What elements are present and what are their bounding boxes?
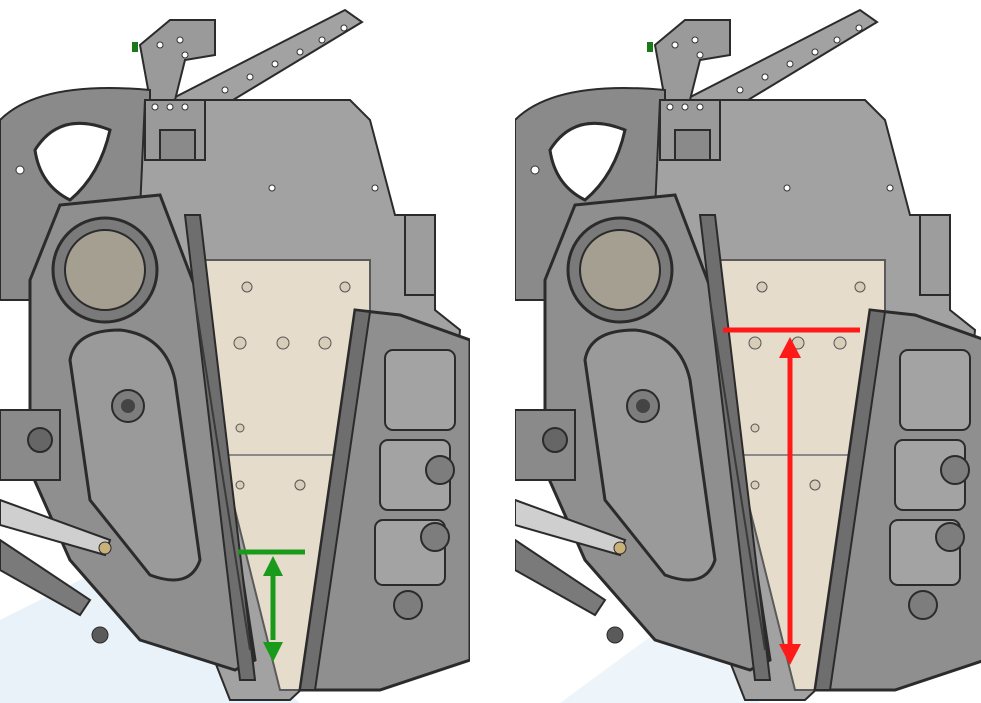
arrow-down-icon [779, 644, 801, 665]
crusher-panel-small-gap [0, 0, 470, 703]
side-mechanism [515, 409, 627, 644]
arrow-up-icon [263, 556, 283, 576]
side-mechanism [0, 409, 112, 644]
fixed-jaw [298, 308, 470, 692]
swing-jaw [543, 193, 772, 681]
arrow-down-icon [263, 642, 283, 662]
swing-jaw [28, 193, 257, 681]
arrow-up-icon [779, 337, 801, 358]
gap-indicator-small [238, 549, 305, 662]
gap-indicator-large [723, 327, 860, 665]
fixed-jaw [813, 308, 981, 692]
crusher-drawing [0, 8, 470, 701]
crusher-drawing [515, 8, 981, 701]
crusher-panel-large-gap [515, 0, 981, 703]
